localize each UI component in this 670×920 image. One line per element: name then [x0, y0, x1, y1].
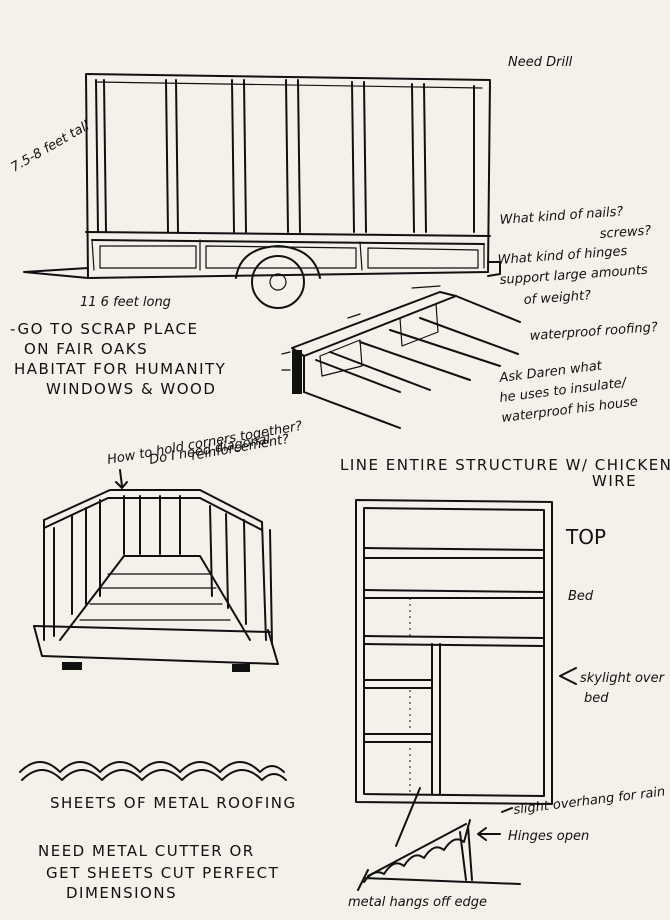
note-length: 11 6 feet long: [80, 295, 171, 310]
note-scrap-3: HABITAT FOR HUMANITY: [14, 360, 226, 378]
note-hinges-1: What kind of hinges: [497, 244, 628, 268]
note-chicken-wire-2: WIRE: [592, 472, 637, 490]
note-cutter-1: NEED METAL CUTTER OR: [38, 842, 255, 860]
roof-insulation-sketch: [281, 285, 521, 429]
note-nails: What kind of nails?: [499, 204, 624, 228]
note-cutter-2: GET SHEETS CUT PERFECT: [46, 864, 279, 882]
note-sheets: SHEETS OF METAL ROOFING: [50, 794, 297, 812]
trailer-perspective-sketch: [33, 469, 279, 672]
note-skylight-1: skylight over: [580, 671, 666, 686]
note-bed: Bed: [568, 589, 594, 604]
note-hinges-open: Hinges open: [508, 829, 589, 844]
trailer-side-sketch: [23, 73, 501, 309]
metal-roofing-sketch: [19, 761, 287, 781]
note-height: 7.5-8 feet tall: [9, 118, 93, 175]
note-scrap-1: -GO TO SCRAP PLACE: [10, 320, 198, 338]
note-need-drill: Need Drill: [508, 55, 573, 70]
hinged-skylight-sketch: [357, 787, 521, 891]
note-chicken-wire-1: LINE ENTIRE STRUCTURE W/ CHICKEN: [340, 456, 670, 474]
note-scrap-2: ON FAIR OAKS: [24, 340, 148, 358]
note-cutter-3: DIMENSIONS: [66, 884, 177, 902]
note-screws: screws?: [599, 223, 652, 242]
note-skylight-2: bed: [584, 691, 609, 706]
top-plan-sketch: [355, 499, 577, 805]
note-overhang: slight overhang for rain: [513, 784, 666, 817]
note-scrap-4: WINDOWS & WOOD: [46, 380, 216, 398]
note-metal-hangs: metal hangs off edge: [348, 895, 487, 910]
note-top: TOP: [565, 525, 606, 549]
note-hinges-3: of weight?: [523, 288, 591, 308]
note-hinges-2: support large amounts: [499, 263, 648, 288]
note-waterproof-roofing: waterproof roofing?: [529, 320, 658, 344]
